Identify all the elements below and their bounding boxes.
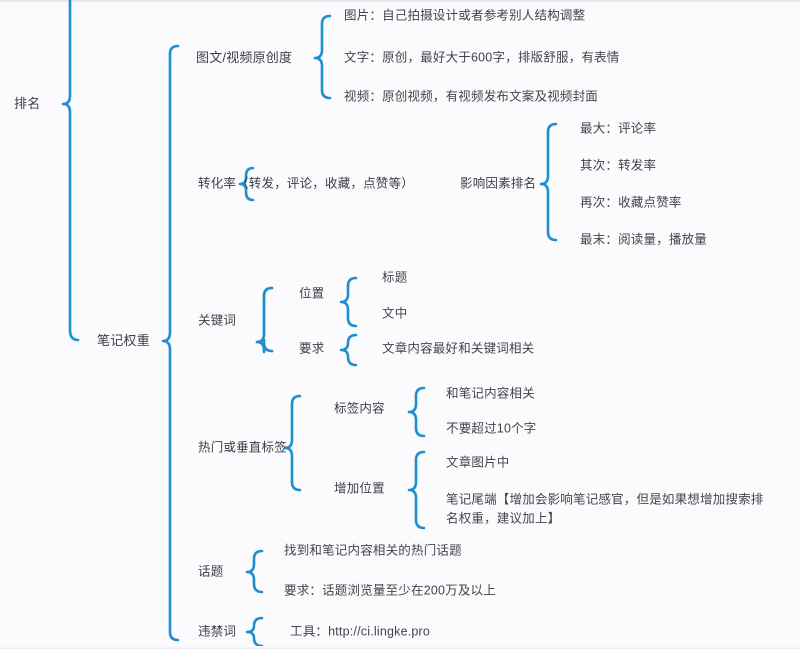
brace-tags (283, 394, 302, 492)
node-topic-find-hot[interactable]: 找到和笔记内容相关的热门话题 (284, 543, 462, 558)
node-tag-placement-note-end[interactable]: 笔记尾端【增加会影响笔记感官，但是如果想增加搜索排名权重，建议加上】 (446, 492, 764, 526)
node-originality-video[interactable]: 视频：原创视频，有视频发布文案及视频封面 (344, 89, 599, 104)
brace-kw-require (339, 333, 358, 367)
node-tag-content[interactable]: 标签内容 (334, 401, 385, 416)
node-tag-content-relevant[interactable]: 和笔记内容相关 (446, 386, 535, 401)
brace-keyword-main (255, 286, 274, 353)
brace-factors (539, 122, 558, 242)
node-factor-share-rate[interactable]: 其次：转发率 (580, 158, 657, 173)
brace-note-weight (161, 44, 180, 642)
node-originality-text[interactable]: 文字：原创，最好大于600字，排版舒服，有表情 (344, 50, 620, 65)
node-keyword-position-body[interactable]: 文中 (382, 306, 408, 321)
node-tag-placement-in-images[interactable]: 文章图片中 (446, 455, 510, 470)
node-keyword-requirement-text[interactable]: 文章内容最好和关键词相关 (382, 341, 535, 356)
node-originality[interactable]: 图文/视频原创度 (196, 49, 293, 65)
node-note-weight[interactable]: 笔记权重 (97, 332, 150, 348)
node-tag-content-maxlength[interactable]: 不要超过10个字 (446, 421, 537, 436)
node-tag-placement[interactable]: 增加位置 (334, 481, 385, 496)
node-conversion-rate[interactable]: 转化率（转发，评论，收藏，点赞等） (198, 176, 414, 191)
node-factor-save-like-rate[interactable]: 再次：收藏点赞率 (580, 195, 682, 210)
node-hot-vertical-tags[interactable]: 热门或垂直标签 (198, 440, 287, 455)
brace-tag-position (407, 450, 426, 530)
node-keyword-position[interactable]: 位置 (299, 286, 325, 301)
node-topic-requirement[interactable]: 要求：话题浏览量至少在200万及以上 (284, 583, 496, 598)
node-banned-words-tool[interactable]: 工具：http://ci.lingke.pro (290, 624, 431, 639)
node-keyword-requirement[interactable]: 要求 (299, 341, 325, 356)
node-banned-words[interactable]: 违禁词 (198, 624, 237, 639)
node-factor-views-plays[interactable]: 最末：阅读量，播放量 (580, 232, 708, 247)
brace-keyword (255, 286, 274, 354)
node-keyword[interactable]: 关键词 (198, 313, 237, 328)
node-influence-factors[interactable]: 影响因素排名 (460, 176, 537, 191)
brace-kw-position (339, 276, 358, 328)
node-topic[interactable]: 话题 (198, 564, 224, 579)
brace-tag-content (407, 386, 426, 438)
node-root[interactable]: 排名 (14, 95, 41, 111)
brace-banned (245, 616, 264, 648)
brace-originality (313, 14, 332, 100)
brace-root (61, 0, 80, 342)
node-factor-comment-rate[interactable]: 最大：评论率 (580, 121, 657, 136)
node-keyword-position-title[interactable]: 标题 (382, 270, 408, 285)
node-originality-image[interactable]: 图片：自己拍摄设计或者参考别人结构调整 (344, 8, 586, 23)
brace-topic (245, 549, 264, 594)
